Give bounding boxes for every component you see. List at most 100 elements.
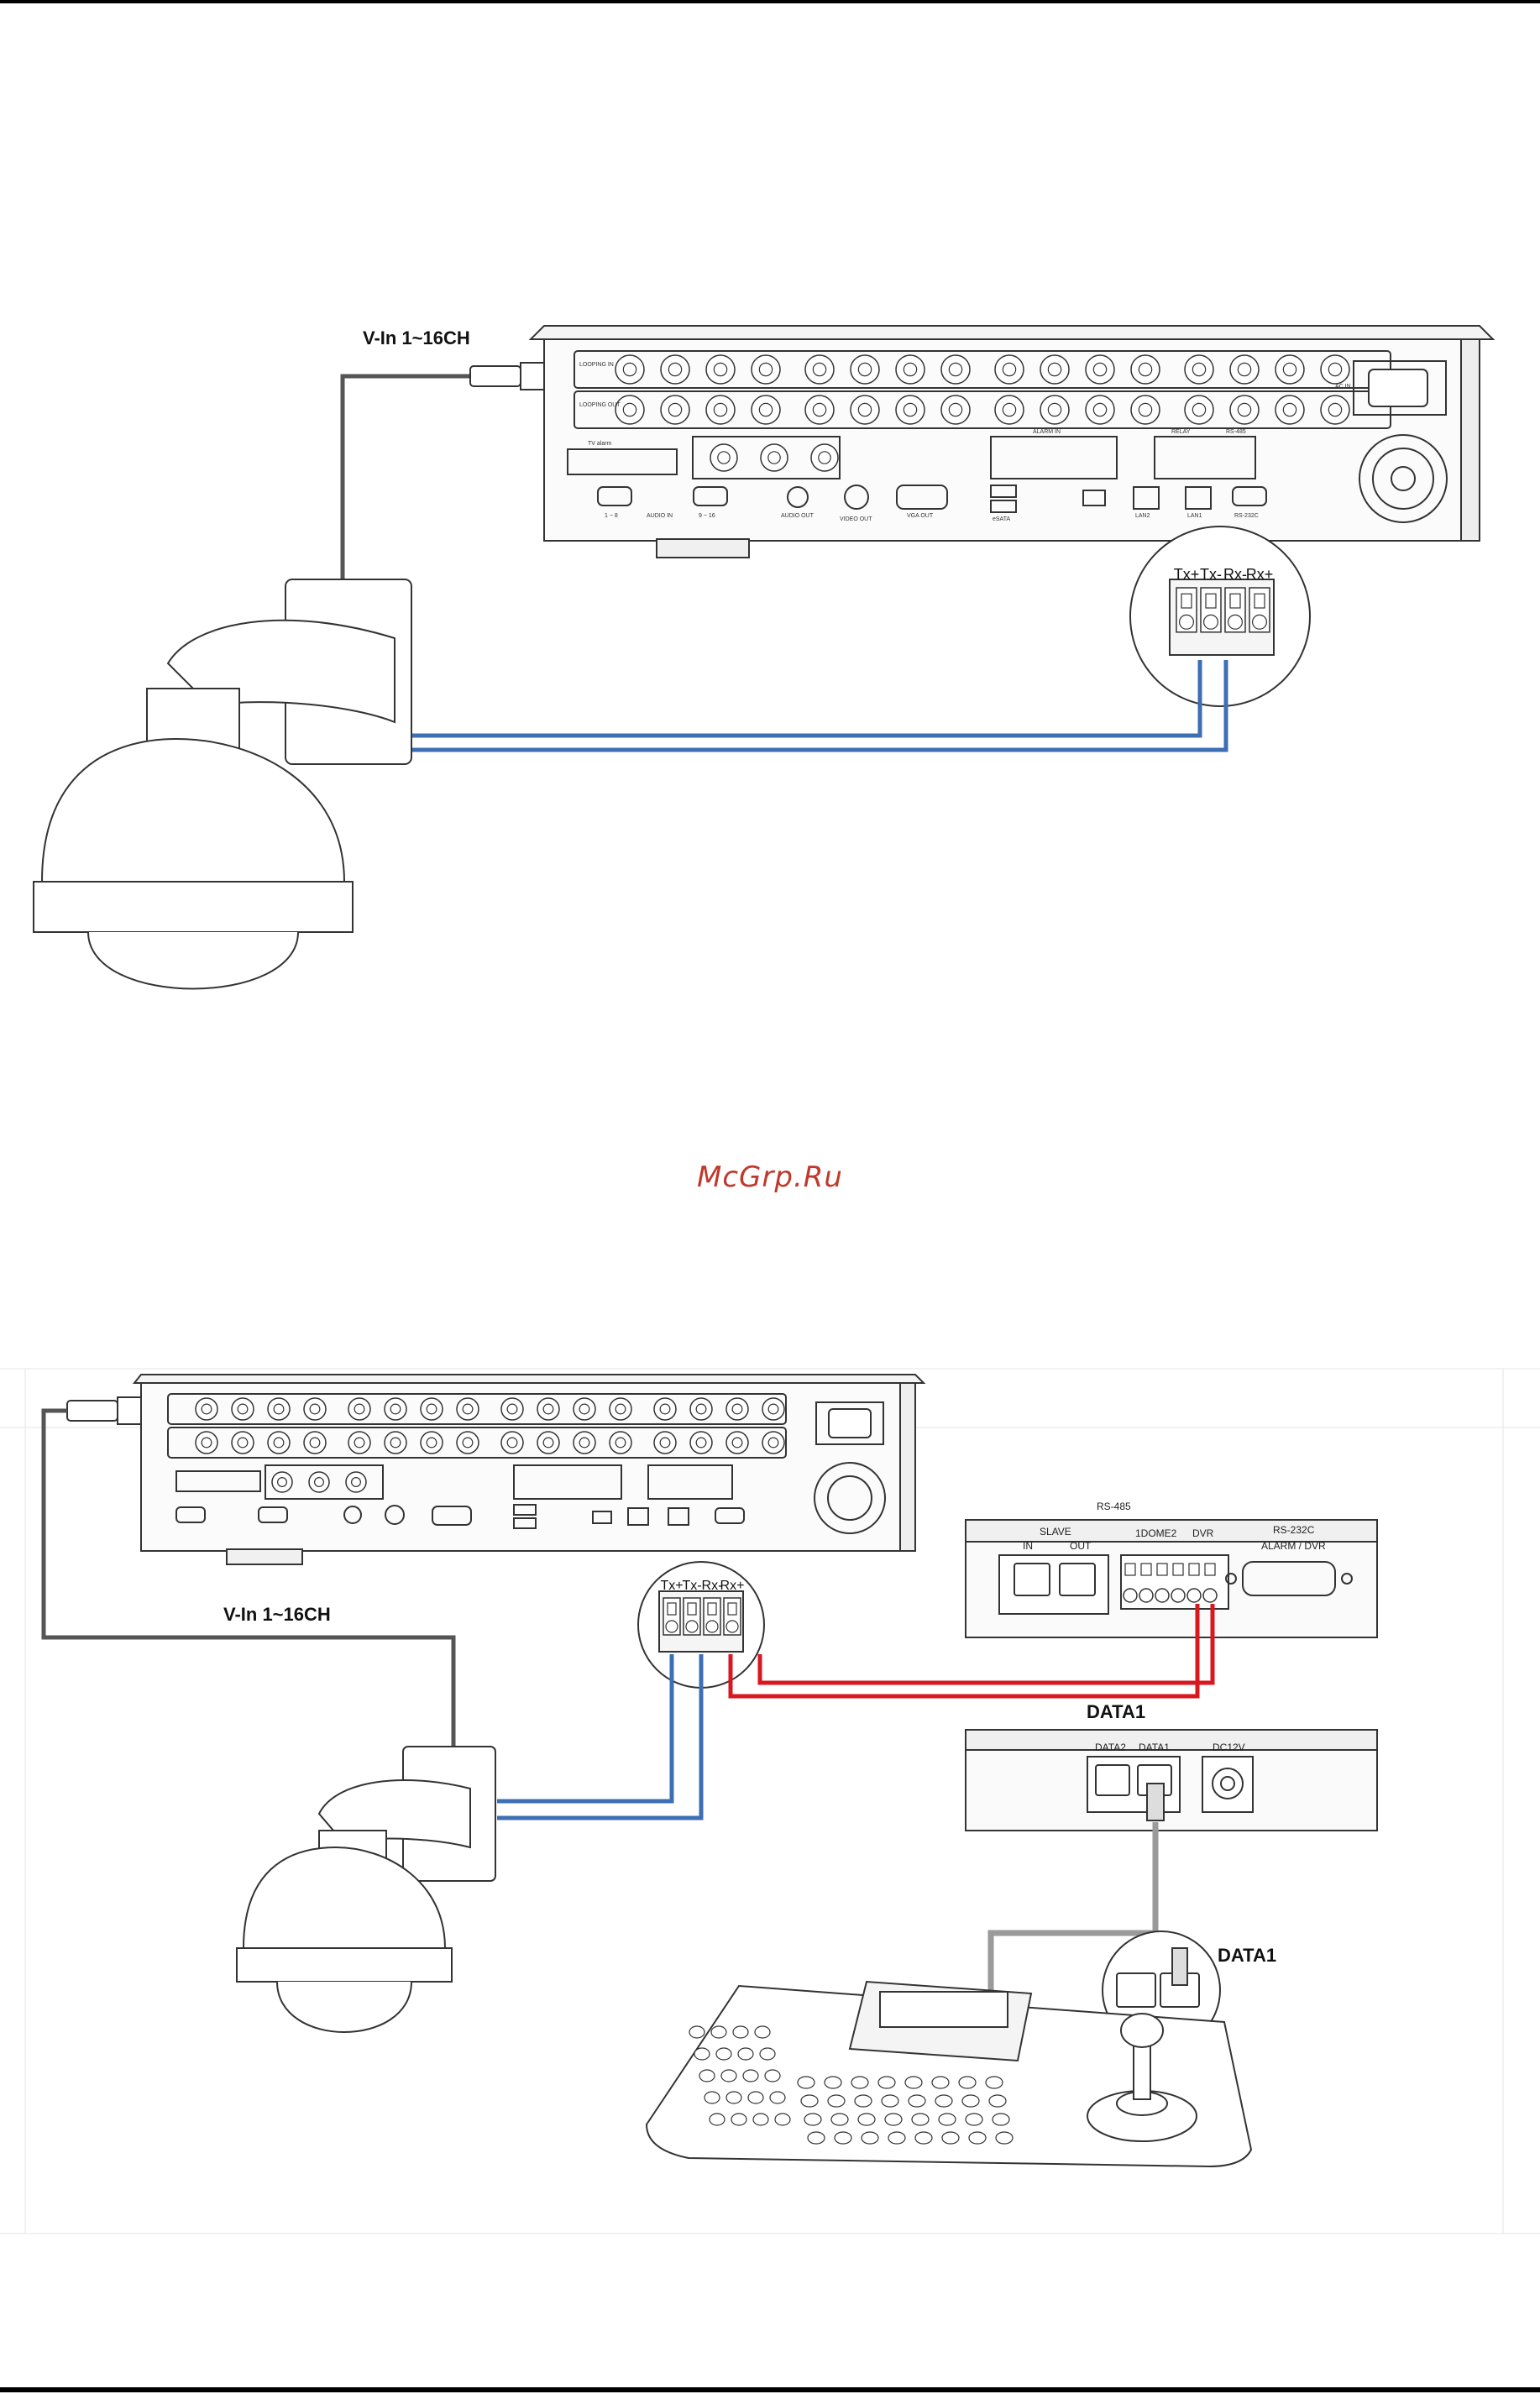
- keypad-button: [935, 2095, 952, 2107]
- bnc-out: [805, 396, 834, 424]
- data2-port-label: DATA2: [1095, 1742, 1126, 1753]
- keypad-button: [858, 2114, 875, 2125]
- keypad-button: [915, 2132, 932, 2144]
- port-label: RS-232C: [1234, 513, 1259, 519]
- keypad-button: [798, 2077, 815, 2088]
- bnc-out: [1230, 396, 1259, 424]
- terminal-label: Tx+: [1174, 566, 1200, 583]
- bnc-in: [501, 1398, 523, 1420]
- bnc-out: [457, 1432, 479, 1454]
- terminal-screw: [1228, 615, 1243, 629]
- terminal-lever: [1255, 594, 1265, 608]
- bnc-in: [537, 1398, 559, 1420]
- dvr-port-label: DVR: [1192, 1527, 1214, 1539]
- bnc-out: [537, 1432, 559, 1454]
- bnc-in: [348, 1398, 370, 1420]
- out-label: OUT: [1070, 1540, 1092, 1552]
- port-label: VIDEO OUT: [840, 516, 872, 522]
- terminal-lever: [708, 1603, 716, 1615]
- bnc-out: [1185, 396, 1213, 424]
- dvr-rear-panel: [134, 1375, 924, 1564]
- terminal-lever: [1181, 594, 1192, 608]
- bnc-out: [851, 396, 879, 424]
- bnc-out: [706, 396, 735, 424]
- bnc-out: [421, 1432, 443, 1454]
- rs485-screw: [1139, 1589, 1153, 1602]
- keypad-button: [775, 2114, 790, 2125]
- terminal-screw: [666, 1621, 678, 1632]
- keypad-button: [966, 2114, 982, 2125]
- loop-in-label: LOOPING IN: [579, 362, 614, 368]
- video-input-label: V-In 1~16CH: [223, 1604, 331, 1625]
- rs485-cables: [412, 660, 1226, 750]
- ac-in-label: AC IN: [1335, 384, 1351, 390]
- terminal-label: Tx+: [660, 1579, 683, 1593]
- rs485-title: RS-485: [1097, 1501, 1131, 1512]
- terminal-lever: [1206, 594, 1216, 608]
- keypad-button: [855, 2095, 872, 2107]
- port-label: AUDIO OUT: [781, 513, 815, 519]
- terminal-label: Rx-: [1223, 566, 1247, 583]
- data-box: [966, 1730, 1377, 1831]
- keypad-button: [851, 2077, 868, 2088]
- bnc-in: [574, 1398, 595, 1420]
- bnc-spot: [309, 1472, 329, 1492]
- dome-camera: [237, 1747, 495, 2032]
- bnc-in: [615, 355, 644, 384]
- bnc-in: [995, 355, 1024, 384]
- video-input-label: V-In 1~16CH: [363, 327, 470, 348]
- terminal-label: Rx+: [720, 1579, 745, 1593]
- port-label: 1 ~ 8: [605, 513, 618, 519]
- keypad-button: [825, 2077, 841, 2088]
- keypad-button: [710, 2114, 725, 2125]
- keypad-button: [804, 2114, 821, 2125]
- bnc-in: [421, 1398, 443, 1420]
- bnc-out: [196, 1432, 217, 1454]
- slave-label: SLAVE: [1040, 1526, 1071, 1538]
- keypad-button: [986, 2077, 1003, 2088]
- keypad-button: [989, 2095, 1006, 2107]
- keypad-button: [962, 2095, 979, 2107]
- terminal-screw: [706, 1621, 718, 1632]
- keypad-button: [969, 2132, 986, 2144]
- terminal-lever: [668, 1603, 676, 1615]
- bnc-in: [1321, 355, 1349, 384]
- keypad-button: [959, 2077, 976, 2088]
- keypad-button: [721, 2070, 736, 2082]
- keypad-button: [716, 2048, 731, 2060]
- bnc-in: [1131, 355, 1160, 384]
- terminal-screw: [1253, 615, 1267, 629]
- watermark: McGrp.Ru: [0, 1160, 1540, 1194]
- rs485-screw: [1203, 1589, 1217, 1602]
- dome-label: 1DOME2: [1135, 1527, 1177, 1539]
- bnc-out: [896, 396, 925, 424]
- rs485-lever: [1173, 1564, 1183, 1575]
- keypad-button: [743, 2070, 758, 2082]
- bnc-in: [610, 1398, 631, 1420]
- dc-label: DC12V: [1213, 1742, 1245, 1753]
- bnc-in: [1230, 355, 1259, 384]
- bnc-out: [762, 1432, 784, 1454]
- bnc-in: [851, 355, 879, 384]
- keypad-button: [905, 2077, 922, 2088]
- bnc-out: [1275, 396, 1304, 424]
- rs485-lever: [1141, 1564, 1151, 1575]
- bnc-out: [610, 1432, 631, 1454]
- bnc-spot: [811, 444, 838, 471]
- keypad-button: [694, 2048, 710, 2060]
- port-label: VGA OUT: [907, 513, 934, 519]
- port-label: 9 ~ 16: [699, 513, 715, 519]
- bnc-in: [706, 355, 735, 384]
- bnc-spot: [272, 1472, 292, 1492]
- terminal-zoom: Tx+Tx-Rx-Rx+: [1130, 526, 1310, 706]
- keypad-button: [808, 2132, 825, 2144]
- rs232-label: RS-232C: [1273, 1524, 1315, 1536]
- terminal-lever: [728, 1603, 736, 1615]
- bnc-in: [661, 355, 689, 384]
- bnc-out: [1040, 396, 1069, 424]
- bnc-spot: [710, 444, 737, 471]
- bnc-in: [654, 1398, 676, 1420]
- rs485-lever: [1189, 1564, 1199, 1575]
- bnc-in: [1185, 355, 1213, 384]
- data1-port-label: DATA1: [1139, 1742, 1170, 1753]
